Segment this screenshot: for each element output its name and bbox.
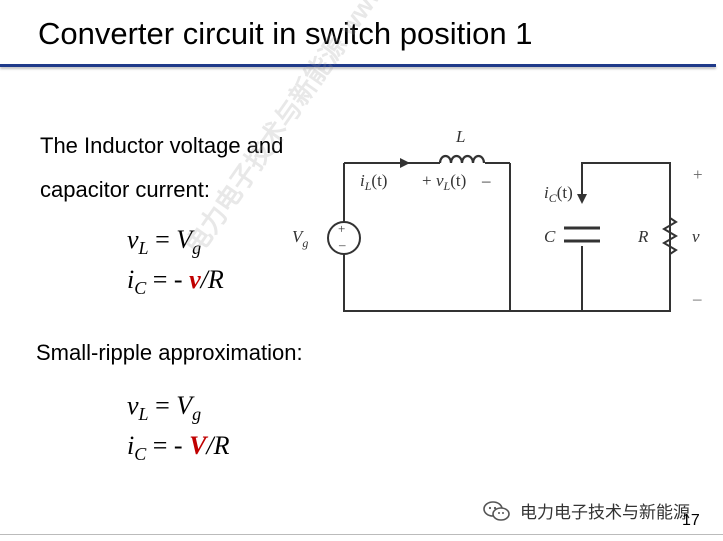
page-number: 17 [682,512,700,529]
vl-minus-label: – [481,171,491,190]
source-label: Vg [292,227,308,250]
vl-equation: vL = Vg [127,225,202,258]
il-label: iL(t) [360,171,387,193]
slide-title: Converter circuit in switch position 1 [38,16,533,51]
footer-brand: 电力电子技术与新能源 [482,498,690,523]
ic-label: iC(t) [544,183,573,205]
ic-approx-equation: iC = - V/R [127,431,230,464]
ic-equation: iC = - v/R [127,265,224,298]
intro-line-1: The Inductor voltage and [40,133,284,158]
ripple-heading: Small-ripple approximation: [36,340,303,365]
intro-line-2: capacitor current: [40,177,210,202]
source-minus-label: – [338,237,346,252]
resistor-label: R [637,227,649,246]
source-plus-label: + [338,221,345,236]
output-minus-label: – [692,289,702,308]
converter-circuit-diagram: L iL(t) + vL(t) – Vg + – iC(t) C R v + – [292,127,703,312]
title-underline [0,64,716,67]
inductor-symbol [438,154,486,164]
output-plus-label: + [693,165,703,184]
approx-equations: vL = Vg iC = - V/R [127,386,230,466]
circuit-wires [343,162,671,312]
resistor-symbol [662,213,678,258]
ic-arrow-icon [577,194,587,204]
inductor-label: L [455,127,465,146]
wechat-icon [483,500,510,521]
intro-text: The Inductor voltage and capacitor curre… [40,124,283,212]
vl-plus-label: + [422,171,432,190]
highlight-variable: V [189,431,207,460]
il-arrow-icon [400,158,410,168]
output-voltage-label: v [692,227,700,246]
highlight-variable: v [189,265,201,294]
footer-brand-text: 电力电子技术与新能源 [520,503,690,522]
vl-label: vL(t) [436,171,466,193]
capacitor-label: C [544,227,556,246]
voltage-source-symbol [327,221,361,255]
vl-approx-equation: vL = Vg [127,391,202,424]
exact-equations: vL = Vg iC = - v/R [127,220,224,300]
footer-rule [0,534,723,535]
